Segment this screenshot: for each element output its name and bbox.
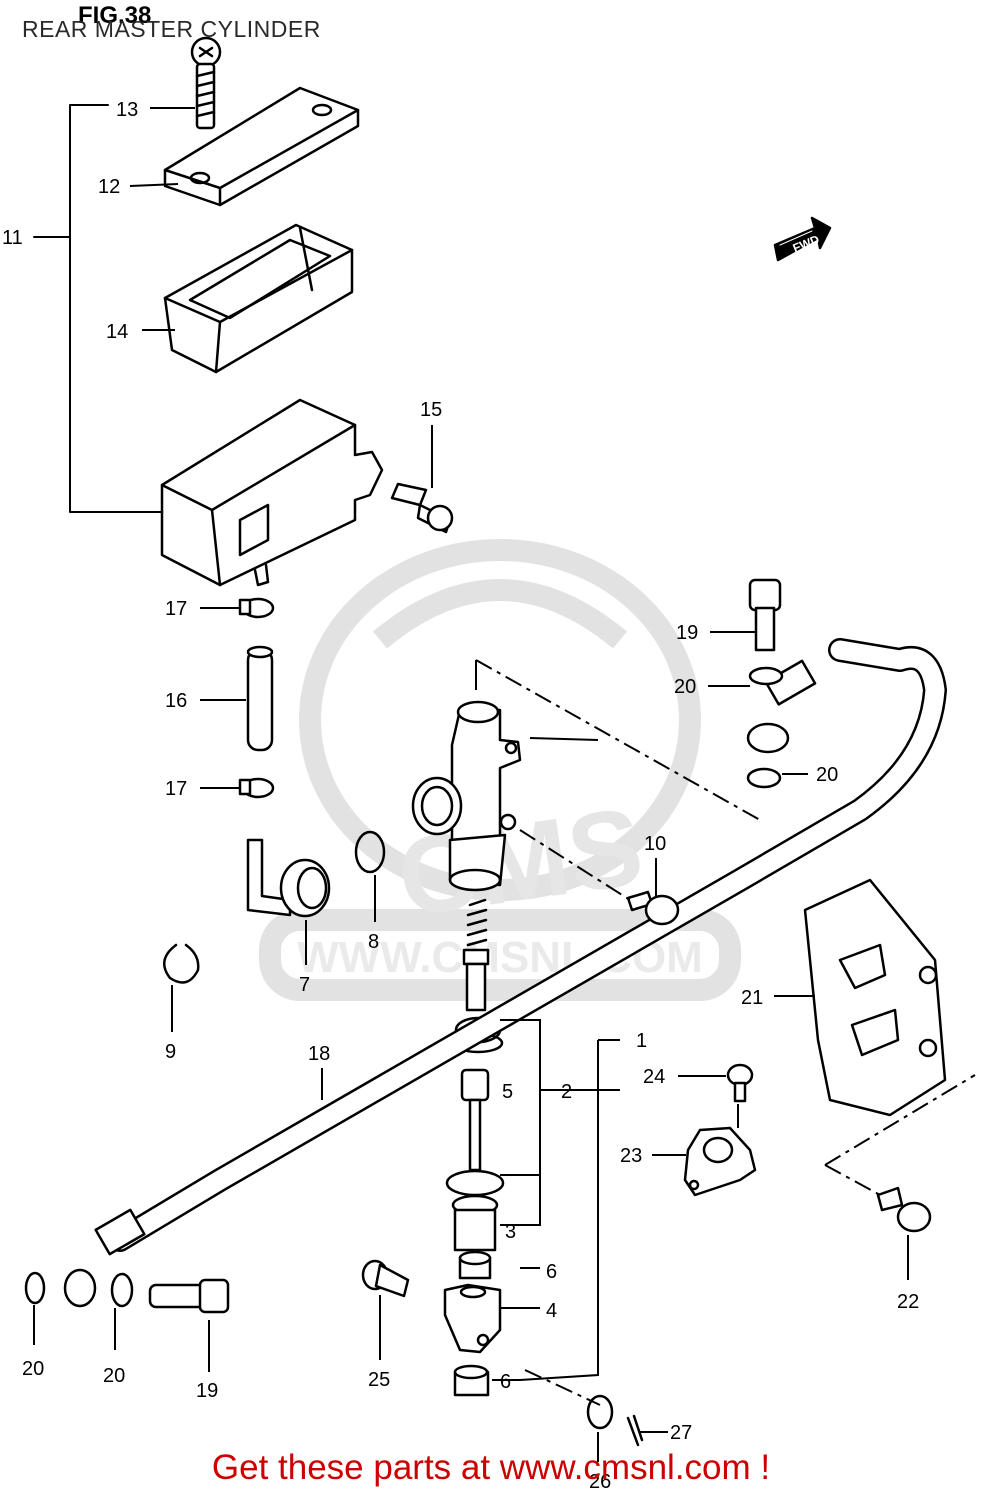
- callout-13: 13: [116, 99, 138, 121]
- washer-part-20-upper-a: [748, 666, 784, 686]
- clevis-part-4: [443, 1283, 502, 1354]
- push-rod-part-5: [460, 1068, 490, 1172]
- master-cylinder-part-1: [411, 700, 522, 892]
- figure-subtitle: REAR MASTER CYLINDER: [22, 16, 321, 42]
- callout-7: 7: [299, 974, 310, 996]
- callout-8: 8: [368, 931, 379, 953]
- washer-part-20-lower-a: [24, 1271, 46, 1305]
- callout-19-lower: 19: [196, 1380, 218, 1402]
- callout-12: 12: [98, 176, 120, 198]
- callout-18: 18: [308, 1043, 330, 1065]
- callout-23: 23: [620, 1145, 642, 1167]
- figure-title: FIG.38: [78, 2, 152, 29]
- elbow-joint-part-7: [246, 838, 331, 918]
- banjo-bolt-part-19-upper: [748, 578, 782, 652]
- callout-17-upper: 17: [165, 598, 187, 620]
- banjo-bolt-part-19-lower: [148, 1278, 230, 1314]
- bolt-part-22: [876, 1186, 932, 1233]
- reservoir-cap-part-12: [163, 86, 360, 207]
- piston: [462, 948, 490, 1012]
- fwd-direction-arrow[interactable]: [773, 216, 832, 262]
- nut-part-6-upper: [458, 1250, 492, 1280]
- screw-part-24: [726, 1063, 754, 1103]
- callout-21: 21: [741, 987, 763, 1009]
- callout-20-lower-b: 20: [103, 1365, 125, 1387]
- callout-11: 11: [2, 227, 23, 249]
- callout-15: 15: [420, 399, 442, 421]
- callout-20-lower-a: 20: [22, 1358, 44, 1380]
- banjo-fitting-lower: [63, 1268, 97, 1308]
- leader-11-bracket: [33, 104, 163, 513]
- pin-part-25: [361, 1259, 410, 1298]
- banjo-fitting-upper: [746, 722, 790, 754]
- callout-27: 27: [670, 1422, 692, 1444]
- washer-part-20-upper-b: [746, 767, 782, 789]
- callout-19-upper: 19: [676, 622, 698, 644]
- washer-part-26: [586, 1394, 614, 1430]
- callout-4: 4: [546, 1300, 557, 1322]
- callout-20-upper-b: 20: [816, 764, 838, 786]
- callout-16: 16: [165, 690, 187, 712]
- callout-14: 14: [106, 321, 128, 343]
- boot-part-3: [451, 1194, 499, 1252]
- watermark: [259, 539, 741, 1001]
- diaphragm-part-14: [163, 223, 354, 374]
- callout-25: 25: [368, 1369, 390, 1391]
- callout-17-lower: 17: [165, 778, 187, 800]
- reservoir-body: [160, 398, 384, 587]
- snap-ring: [445, 1169, 505, 1197]
- circlip-part-9: [163, 943, 200, 984]
- callout-9: 9: [165, 1041, 176, 1063]
- callout-5: 5: [502, 1081, 513, 1103]
- callout-3: 3: [505, 1221, 516, 1243]
- guard-part-21: [803, 878, 947, 1117]
- spring: [466, 898, 488, 947]
- callout-20-upper-a: 20: [674, 676, 696, 698]
- leader-lines: [33, 107, 976, 1462]
- callout-2: 2: [561, 1081, 572, 1103]
- clamp-part-17-lower: [238, 777, 275, 799]
- screw-part-13: [190, 36, 222, 130]
- washer-part-20-lower-b: [110, 1272, 134, 1308]
- callout-10: 10: [644, 833, 666, 855]
- o-ring-part-8: [354, 830, 386, 874]
- cotter-pin-part-27: [626, 1414, 644, 1447]
- callout-22: 22: [897, 1291, 919, 1313]
- bolt-part-15: [390, 482, 454, 534]
- brake-hose-part-18: [94, 638, 947, 1256]
- callout-6-upper: 6: [546, 1261, 557, 1283]
- bolt-part-10: [626, 890, 680, 926]
- clamp-part-23: [683, 1126, 757, 1197]
- callout-1: 1: [636, 1030, 647, 1052]
- nut-part-6-lower: [453, 1364, 490, 1397]
- clamp-part-17-upper: [238, 597, 275, 619]
- callout-6-lower: 6: [500, 1371, 511, 1393]
- footer-link-text[interactable]: Get these parts at www.cmsnl.com !: [211, 1448, 771, 1487]
- callout-26: 26: [589, 1471, 611, 1493]
- hose-part-16: [246, 645, 274, 752]
- callout-24: 24: [643, 1066, 665, 1088]
